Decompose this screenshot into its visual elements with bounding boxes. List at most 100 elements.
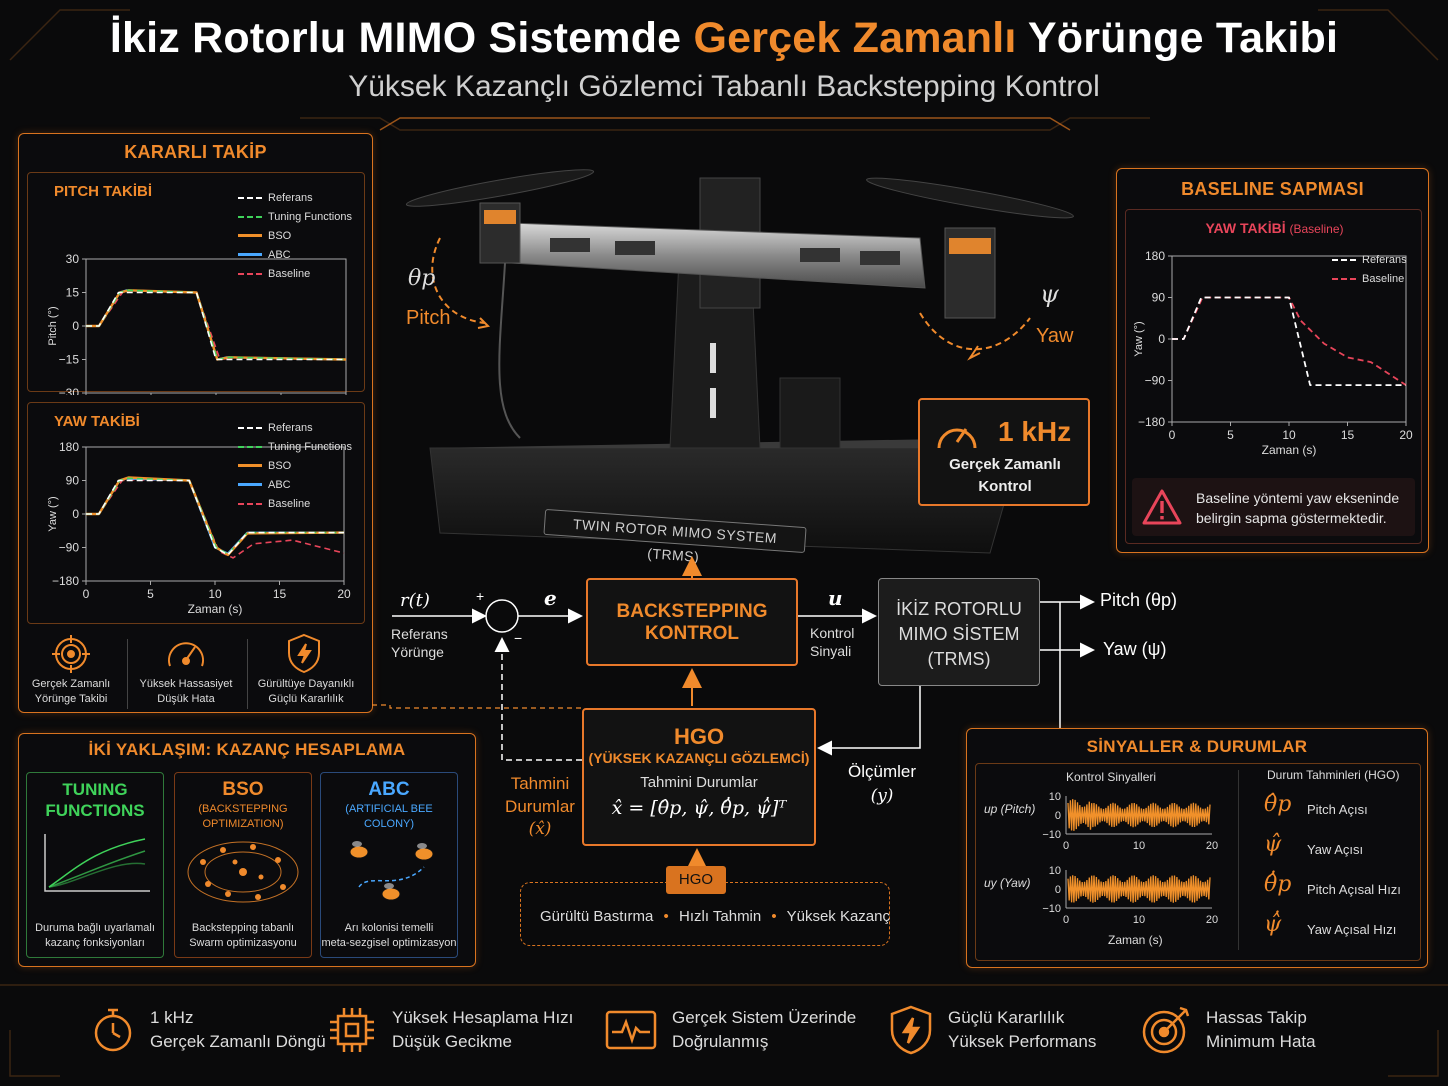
series-up-pitch bbox=[1067, 799, 1211, 831]
legend-bso: BSO bbox=[238, 456, 352, 475]
series-referans bbox=[86, 291, 346, 361]
y-tick-label: −10 bbox=[1042, 829, 1061, 841]
state-pitch-rate: θ̂̇p Pitch Açısal Hızı bbox=[1264, 872, 1401, 897]
controller-line1: BACKSTEPPING bbox=[616, 601, 768, 622]
pitch-chart-title: PITCH TAKİBİ bbox=[54, 183, 153, 200]
y-axis-label: Yaw (°) bbox=[47, 496, 59, 531]
y-tick-label: 30 bbox=[66, 252, 80, 266]
control-signal-label: Kontrol Sinyali bbox=[810, 625, 855, 659]
sum-plus: + bbox=[476, 588, 485, 604]
yaw-legend: Referans Tuning Functions BSO ABC Baseli… bbox=[238, 418, 352, 513]
feature-realtime: Gerçek Zamanlı Yörünge Takibi bbox=[31, 678, 111, 705]
warning-icon bbox=[1142, 489, 1182, 525]
reference-label: Referans Yörünge bbox=[391, 626, 448, 660]
y-tick-label: −90 bbox=[1145, 374, 1166, 388]
x-tick-label: 20 bbox=[337, 587, 351, 601]
hgo-title: HGO bbox=[673, 724, 725, 749]
baseline-deviation-panel: BASELINE SAPMASI YAW TAKİBİ (Baseline) 1… bbox=[1116, 168, 1429, 553]
badge-value: 1 kHz bbox=[998, 416, 1072, 447]
x-tick-label: 20 bbox=[1399, 428, 1413, 442]
uy-label: uy (Yaw) bbox=[984, 876, 1031, 890]
baseline-chart-title: YAW TAKİBİ (Baseline) bbox=[1205, 220, 1344, 236]
hgo-equation: x̂ = [θ̂p, ψ̂, θ̂̇p, ψ̂̇]ᵀ bbox=[611, 797, 787, 819]
reference-signal: r(t) bbox=[400, 590, 430, 611]
y-tick-label: −30 bbox=[59, 386, 80, 395]
legend-baseline: Baseline bbox=[1332, 269, 1407, 288]
hgo-states-label: Tahmini Durumlar bbox=[640, 774, 758, 791]
x-tick-label: 10 bbox=[1133, 914, 1145, 926]
legend-referans: Referans bbox=[238, 188, 352, 207]
backstepping-control-block: BACKSTEPPING KONTROL bbox=[586, 578, 798, 666]
shield-icon bbox=[288, 633, 320, 674]
legend-referans: Referans bbox=[1332, 250, 1407, 269]
title-part1: İkiz Rotorlu MIMO Sistemde bbox=[109, 14, 694, 62]
sum-minus: − bbox=[514, 630, 523, 646]
error-signal: e bbox=[544, 586, 557, 610]
divider bbox=[127, 639, 128, 709]
baseline-legend: Referans Baseline bbox=[1332, 250, 1407, 288]
gauge-icon bbox=[937, 428, 977, 449]
bee-icon bbox=[349, 841, 434, 901]
series-referans bbox=[86, 479, 344, 556]
output-yaw: Yaw (ψ) bbox=[1103, 639, 1167, 659]
legend-baseline: Baseline bbox=[238, 494, 352, 513]
y-tick-label: −180 bbox=[1138, 415, 1165, 429]
x-axis-label: Zaman (s) bbox=[188, 602, 243, 616]
pitch-label: Pitch bbox=[406, 307, 451, 329]
gauge-icon bbox=[168, 642, 204, 667]
x-tick-label: 15 bbox=[273, 587, 287, 601]
estimated-states-label: Tahmini Durumlar (x̂) bbox=[505, 774, 575, 839]
warning-text: Baseline yöntemi yaw ekseninde belirgin … bbox=[1196, 490, 1400, 526]
shield-icon bbox=[890, 1005, 932, 1055]
swarm-icon bbox=[187, 841, 299, 903]
y-tick-label: −180 bbox=[52, 574, 79, 588]
hgo-features-list: Gürültü Bastırma • Hızlı Tahmin • Yüksek… bbox=[540, 908, 890, 925]
hgo-tag: HGO bbox=[666, 866, 726, 894]
control-signal: u bbox=[828, 586, 843, 610]
tuning-curves-icon bbox=[44, 834, 150, 892]
legend-tuning: Tuning Functions bbox=[238, 437, 352, 456]
signals-inner bbox=[975, 763, 1421, 961]
state-yaw-rate: ψ̂̇ Yaw Açısal Hızı bbox=[1264, 912, 1397, 937]
theta-p-label: θp bbox=[408, 266, 436, 291]
measurements-label: Ölçümler (y) bbox=[847, 762, 916, 806]
x-tick-label: 0 bbox=[1169, 428, 1176, 442]
plant-line3: (TRMS) bbox=[927, 649, 991, 669]
y-tick-label: 0 bbox=[1055, 810, 1061, 822]
y-tick-label: 0 bbox=[72, 319, 79, 333]
stopwatch-icon bbox=[94, 1008, 132, 1052]
y-tick-label: 0 bbox=[1055, 884, 1061, 896]
x-tick-label: 5 bbox=[147, 587, 154, 601]
warning-box: Baseline yöntemi yaw ekseninde belirgin … bbox=[1132, 478, 1415, 536]
method-title: BSO bbox=[222, 779, 264, 800]
controller-line2: KONTROL bbox=[645, 623, 739, 644]
series-tuning-functions bbox=[86, 289, 347, 361]
method-title: ABC bbox=[368, 779, 410, 800]
y-tick-label: 90 bbox=[66, 474, 80, 488]
baseline-deviation-title: BASELINE SAPMASI bbox=[1181, 179, 1364, 199]
legend-referans: Referans bbox=[238, 418, 352, 437]
hgo-observer-block: HGO (YÜKSEK KAZANÇLI GÖZLEMCİ) Tahmini D… bbox=[582, 708, 816, 846]
psi-label: ψ bbox=[1040, 280, 1059, 308]
x-tick-label: 20 bbox=[1206, 914, 1218, 926]
signals-divider bbox=[1238, 770, 1239, 950]
x-tick-label: 10 bbox=[1282, 428, 1296, 442]
state-pitch-angle: θ̂p Pitch Açısı bbox=[1264, 792, 1368, 817]
up-label: up (Pitch) bbox=[984, 802, 1036, 816]
signals-xlabel: Zaman (s) bbox=[1108, 933, 1163, 947]
feature-robust: Gürültüye Dayanıklı Güçlü Kararlılık bbox=[257, 678, 355, 705]
state-estimates-title: Durum Tahminleri (HGO) bbox=[1267, 768, 1400, 782]
